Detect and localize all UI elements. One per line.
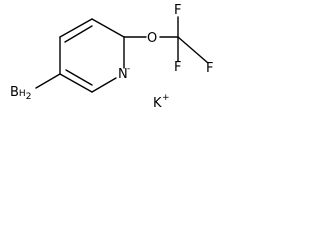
bond-c4-c5 (59, 73, 93, 93)
potassium-charge: + (162, 93, 170, 103)
bond-n-c4 (91, 77, 117, 93)
bond-c1-c2-double (64, 25, 93, 43)
chemical-structure: BH2 N - O F F F K + (10, 3, 213, 111)
nitrogen-charge: - (127, 64, 130, 74)
bond-c5-b (35, 73, 61, 89)
potassium-label: K (153, 96, 162, 111)
bond-c4-c5-double (65, 69, 93, 86)
boron-label: BH2 (10, 85, 31, 102)
bond-cf3-f-right (177, 36, 209, 64)
bond-c2-c3 (91, 18, 125, 38)
nitrogen-label: N (118, 67, 128, 82)
bond-c1-c2 (59, 18, 93, 38)
fluorine-bottom-label: F (174, 60, 181, 75)
oxygen-label: O (147, 31, 157, 46)
fluorine-top-label: F (174, 3, 181, 18)
fluorine-right-label: F (206, 61, 213, 76)
